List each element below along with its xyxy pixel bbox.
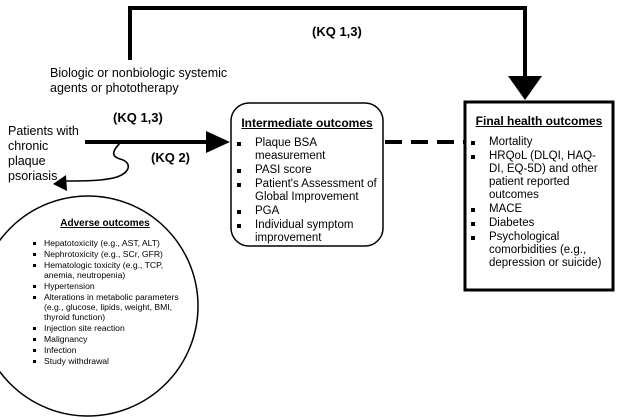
list-item: Individual symptom improvement	[233, 219, 377, 245]
final-outcomes-box: Final health outcomes Mortality HRQoL (D…	[467, 114, 611, 271]
list-item: Hepatotoxicity (e.g., AST, ALT)	[30, 238, 180, 248]
kq-top-label: (KQ 1,3)	[312, 24, 362, 39]
intermediate-title: Intermediate outcomes	[241, 116, 373, 130]
adverse-list: Hepatotoxicity (e.g., AST, ALT) Nephroto…	[30, 238, 180, 367]
arrow-head-final-outcomes	[508, 76, 542, 100]
final-title: Final health outcomes	[475, 114, 603, 128]
intervention-label: Biologic or nonbiologic systemic agents …	[50, 66, 228, 95]
list-item: Patient's Assessment of Global Improveme…	[233, 178, 377, 204]
adverse-squiggle-connector	[63, 141, 130, 182]
list-item: Hypertension	[30, 281, 180, 291]
intermediate-list: Plaque BSA measurement PASI score Patien…	[233, 137, 381, 245]
adverse-circle-border	[0, 195, 199, 417]
list-item: Infection	[30, 345, 180, 355]
arrow-head-adverse	[53, 175, 67, 191]
arrow-head-intermediate	[206, 131, 230, 153]
list-item: Hematologic toxicity (e.g., TCP, anemia,…	[30, 260, 180, 280]
intermediate-outcomes-box: Intermediate outcomes Plaque BSA measure…	[233, 116, 381, 246]
intermediate-box-border	[230, 102, 384, 247]
list-item: Psychological comorbidities (e.g., depre…	[467, 231, 605, 270]
list-item: Injection site reaction	[30, 323, 180, 333]
list-item: Mortality	[467, 136, 605, 149]
list-item: PASI score	[233, 164, 377, 177]
list-item: Plaque BSA measurement	[233, 137, 377, 163]
list-item: Study withdrawal	[30, 356, 180, 366]
list-item: Malignancy	[30, 334, 180, 344]
list-item: MACE	[467, 203, 605, 216]
population-label: Patients with chronic plaque psoriasis	[8, 124, 79, 183]
list-item: Nephrotoxicity (e.g., SCr, GFR)	[30, 249, 180, 259]
final-box-border	[463, 100, 615, 292]
list-item: PGA	[233, 205, 377, 218]
kq-adverse-label: (KQ 2)	[151, 150, 190, 165]
kq13-top-connector	[128, 6, 527, 78]
adverse-title: Adverse outcomes	[60, 218, 150, 229]
kq-arrow-label: (KQ 1,3)	[113, 110, 163, 125]
list-item: Diabetes	[467, 217, 605, 230]
final-list: Mortality HRQoL (DLQI, HAQ-DI, EQ-5D) an…	[467, 136, 611, 270]
list-item: Alterations in metabolic parameters (e.g…	[30, 292, 180, 322]
list-item: HRQoL (DLQI, HAQ-DI, EQ-5D) and other pa…	[467, 150, 605, 202]
adverse-outcomes-circle: Adverse outcomes	[30, 218, 180, 229]
